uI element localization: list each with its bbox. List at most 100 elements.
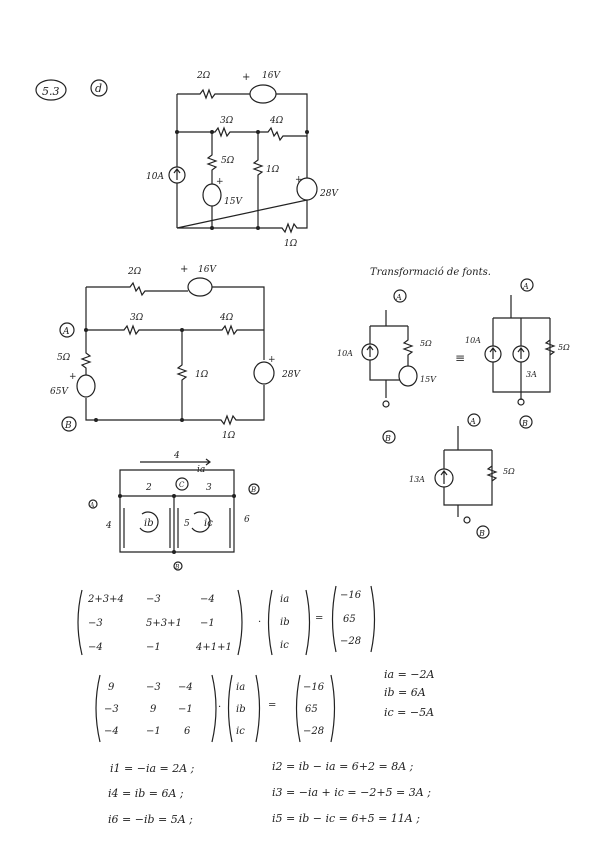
voltage-source-65v [76, 374, 96, 398]
mesh-r-top: 4 [173, 451, 180, 461]
voltage-source-16v [249, 84, 277, 104]
node2-a: A [62, 327, 70, 337]
voltage-source-15v [202, 183, 222, 207]
m2-r1c0: −3 [104, 704, 119, 715]
result-i2: i2 = ib − ia = 6+2 = 8A ; [272, 760, 414, 773]
label-r-mid-left: 3Ω [220, 116, 234, 126]
transform-node-a3: A [469, 417, 476, 426]
m1-r2c1: −1 [146, 642, 161, 653]
label-r-mid-right: 4Ω [269, 116, 284, 126]
m2-r2c0: −4 [104, 726, 119, 737]
label-r-top: 2Ω [196, 71, 211, 81]
problem-circle [35, 79, 67, 101]
label2-r-mid-branch: 1Ω [195, 370, 209, 380]
source-transformation: Transformació de fonts. A B 10A 5Ω 15V ≡… [337, 267, 570, 539]
result-i3: i3 = −ia + ic = −2+5 = 3A ; [272, 786, 431, 799]
label2-v-right: 28V [281, 370, 301, 380]
part-letter: d [95, 82, 102, 95]
svg-text:=: = [315, 613, 323, 624]
label2-plus-2: + [69, 372, 77, 382]
solution-ia: ia = −2A [384, 668, 435, 681]
m1-r0c1: −3 [146, 594, 161, 605]
mesh-ib: ib [144, 518, 154, 529]
mesh-r-left: 4 [105, 521, 112, 531]
result-i4: i4 = ib = 6A ; [108, 787, 184, 800]
label-r-bottom: 1Ω [284, 239, 298, 249]
m1-v2: ic [280, 640, 289, 651]
svg-text:=: = [268, 700, 276, 711]
transform-node-a2: A [522, 282, 529, 291]
matrix-equation-1: · = 2+3+4 −3 −4 −3 5+3+1 −1 −4 −1 4+1+1 … [77, 585, 376, 656]
label2-r-left: 5Ω [57, 353, 71, 363]
transform-node-b2: B [521, 419, 528, 428]
transform-i1: 10A [337, 349, 353, 358]
matrix-equation-2: · = 9 −3 −4 −3 9 −1 −4 −1 6 ia ib ic −16… [95, 674, 336, 743]
m2-r0c1: −3 [146, 682, 161, 693]
transform-equiv: ≡ [455, 351, 465, 365]
result-i6: i6 = −ib = 5A ; [108, 813, 193, 826]
svg-text:·: · [218, 702, 221, 713]
svg-text:·: · [258, 617, 261, 628]
mesh-r-right: 6 [244, 515, 250, 525]
transform-r3: 5Ω [503, 467, 515, 476]
mesh-ic: ic [204, 518, 213, 529]
m1-v0: ia [280, 594, 289, 605]
solution-ib: ib = 6A [384, 686, 426, 699]
transform-node-b1: B [384, 434, 391, 443]
solution-values: ia = −2A ib = 6A ic = −5A [384, 668, 435, 719]
voltage-source-16v-b [187, 277, 213, 297]
label2-r-top: 2Ω [127, 267, 142, 277]
branch-currents: i1 = −ia = 2A ; i2 = ib − ia = 6+2 = 8A … [108, 760, 431, 826]
mesh-node-b: B [250, 486, 256, 494]
result-i1: i1 = −ia = 2A ; [110, 762, 195, 775]
m2-r0c2: −4 [178, 682, 193, 693]
m2-r0c0: 9 [108, 682, 115, 693]
voltage-source-28v-b [253, 361, 275, 385]
transform-i4: 13A [409, 475, 425, 484]
transform-node-b3: B [478, 529, 485, 538]
label-r-mid-branch: 1Ω [266, 165, 280, 175]
label-r-left-branch: 5Ω [221, 156, 235, 166]
label-plus: + [242, 72, 250, 83]
m1-v1: ib [280, 617, 290, 628]
result-i5: i5 = ib − ic = 6+5 = 11A ; [272, 812, 420, 825]
label-v-right: 28V [319, 189, 339, 199]
label2-r-bottom: 1Ω [222, 431, 236, 441]
voltage-source-28v [296, 177, 318, 201]
m2-rhs0: −16 [303, 682, 325, 693]
mesh-r-mid-left: 2 [145, 483, 152, 493]
mesh-node-b2: B [174, 564, 180, 571]
solution-ic: ic = −5A [384, 706, 434, 719]
m2-rhs2: −28 [303, 726, 324, 737]
circuit-2: 2Ω + 16V 3Ω 4Ω A 5Ω + 65V B 1Ω + 28V 1Ω [50, 264, 301, 441]
label-v-left: 15V [224, 197, 243, 207]
label-i-source: 10A [146, 172, 164, 182]
label2-plus-3: + [268, 355, 276, 365]
label2-v-top: 16V [198, 265, 217, 275]
m1-rhs0: −16 [340, 590, 362, 601]
transform-i2: 10A [465, 336, 481, 345]
m2-r1c2: −1 [178, 704, 193, 715]
mesh-r-mid: 5 [184, 519, 190, 529]
label2-v-left: 65V [50, 387, 69, 397]
mesh-diagram: 4 ia 2 C 3 A B 4 ib 5 ic 6 B [88, 451, 260, 571]
transform-v1: 15V [420, 375, 437, 384]
transform-node-a1: A [395, 293, 402, 302]
problem-number: 5.3 [42, 85, 60, 98]
label2-plus: + [180, 264, 188, 275]
transform-title: Transformació de fonts. [370, 267, 491, 278]
part-circle [90, 79, 108, 97]
m2-v2: ic [236, 726, 245, 737]
m1-r1c1: 5+3+1 [146, 618, 182, 629]
m2-v1: ib [236, 704, 246, 715]
node2-b: B [64, 421, 72, 431]
m1-rhs2: −28 [340, 636, 361, 647]
m1-r0c2: −4 [200, 594, 215, 605]
mesh-node-c: C [179, 481, 185, 489]
m1-r2c0: −4 [88, 642, 103, 653]
transform-i3: 3A [526, 370, 537, 379]
mesh-r-mid-right: 3 [206, 483, 212, 493]
m1-r1c2: −1 [200, 618, 215, 629]
transform-r2: 5Ω [558, 343, 570, 352]
m2-v0: ia [236, 682, 245, 693]
